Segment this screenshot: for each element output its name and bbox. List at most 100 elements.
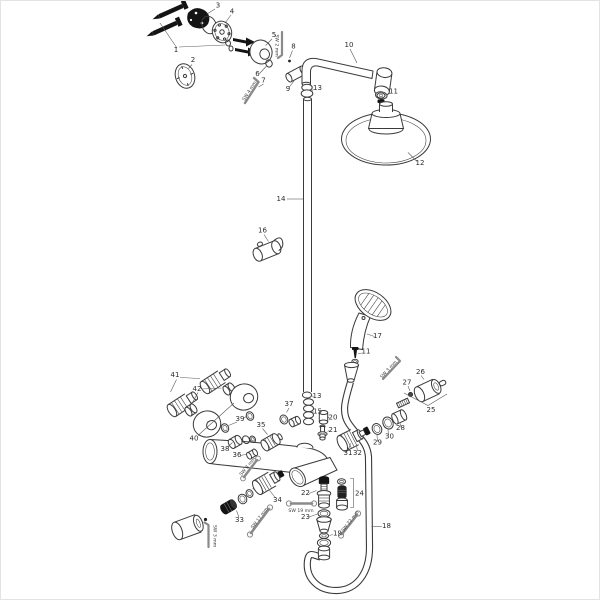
hand-shower-screw-washer — [351, 347, 359, 365]
part-label-42: 42 — [193, 385, 202, 393]
tool-label-sw-4-mm: SW 4 mm — [241, 80, 258, 102]
part-number-labels: 1234567891011121314151617111318192021222… — [171, 2, 436, 538]
s-union — [199, 368, 232, 395]
cartridge — [336, 426, 371, 452]
wall-flange — [211, 20, 233, 44]
tool-label-sw-3-mm: SW 3 mm — [379, 359, 399, 380]
tool-label-sw-3-mm: SW 3 mm — [212, 525, 218, 548]
diverter-kit-group — [336, 478, 362, 539]
part-label-11: 11 — [389, 88, 398, 96]
seal-ring — [301, 391, 313, 399]
wrench-icon — [249, 507, 271, 535]
o-ring — [237, 493, 248, 505]
wrench-icon — [242, 458, 259, 479]
part-label-12: 12 — [416, 159, 425, 167]
tool-label-sw-22-mm: SW 22 mm — [340, 509, 361, 533]
adapter-parts — [279, 414, 302, 428]
threaded-rod — [395, 397, 411, 409]
part-label-30: 30 — [385, 433, 394, 441]
part-label-4: 4 — [230, 8, 235, 16]
escutcheon — [192, 410, 222, 438]
part-label-2: 2 — [191, 56, 195, 64]
o-ring — [225, 39, 231, 47]
inlet-port — [202, 439, 218, 464]
direction-arrow-icon — [233, 37, 255, 47]
part-label-29: 29 — [373, 439, 382, 447]
part-label-36: 36 — [233, 451, 242, 459]
hex-key-icon — [276, 30, 284, 60]
wrench-icon — [337, 532, 345, 539]
part-label-18: 18 — [382, 522, 391, 530]
part-label-34: 34 — [273, 496, 282, 504]
o-ring-stack — [303, 398, 314, 426]
handle-knob — [413, 378, 447, 403]
washer — [318, 532, 330, 539]
part-label-5: 5 — [272, 31, 276, 39]
part-label-27: 27 — [403, 379, 412, 387]
wrench-icon — [285, 500, 293, 507]
o-ring — [317, 509, 331, 518]
part-label-9: 9 — [286, 85, 290, 93]
wall-mount-cluster — [146, 1, 307, 105]
part-label-35: 35 — [257, 421, 266, 429]
part-label-20: 20 — [329, 414, 338, 422]
wrench-icon — [240, 475, 246, 482]
hose-fitting — [317, 545, 331, 561]
part-label-3: 3 — [216, 2, 220, 10]
o-ring — [228, 45, 234, 52]
group-bracket — [350, 478, 354, 508]
body-dome — [296, 442, 314, 449]
part-label-28: 28 — [396, 424, 405, 432]
s-union — [166, 391, 199, 418]
part-label-22: 22 — [301, 489, 310, 497]
leader-lines — [159, 8, 425, 536]
handle-screw — [203, 517, 208, 522]
slider-holder — [252, 237, 284, 262]
hex-key-icon — [203, 521, 210, 549]
wrench-icon — [354, 510, 362, 517]
cap-sleeve — [220, 499, 238, 515]
part-label-41: 41 — [171, 371, 180, 379]
part-label-17: 17 — [373, 332, 382, 340]
part-label-38: 38 — [221, 445, 230, 453]
cartridge-small — [251, 470, 285, 495]
wrench-icon — [340, 513, 359, 536]
escutcheon-cone — [249, 39, 273, 65]
hex-key-icon — [243, 76, 260, 105]
check-valve-parts — [227, 434, 257, 449]
part-label-33: 33 — [235, 516, 244, 524]
part-label-15: 15 — [313, 408, 322, 416]
tool-label-sw-2-mm: SW 2 mm — [274, 35, 280, 58]
group-bracket — [403, 392, 448, 406]
part-label-32: 32 — [353, 449, 362, 457]
part-label-25: 25 — [427, 406, 436, 414]
escutcheon — [229, 383, 259, 411]
hex-key-icon — [381, 355, 402, 381]
right-handle-cluster — [371, 355, 448, 435]
part-label-37: 37 — [285, 400, 294, 408]
part-label-39: 39 — [236, 415, 245, 423]
wrench-icon — [246, 531, 254, 538]
escutcheon-plate — [174, 63, 196, 89]
riser-pipe — [300, 83, 314, 426]
wall-screw — [146, 16, 183, 37]
overhead-shower — [341, 101, 431, 166]
left-inlet-cluster — [166, 368, 302, 482]
o-ring — [245, 411, 255, 421]
part-label-40: 40 — [190, 435, 199, 443]
part-label-11: 11 — [362, 348, 371, 356]
connector-parts — [317, 410, 329, 441]
ring — [245, 489, 254, 498]
check-valve-housing — [260, 433, 283, 452]
union-nut — [184, 403, 198, 417]
part-label-16: 16 — [258, 227, 267, 235]
hand-shower — [349, 289, 392, 351]
part-label-14: 14 — [277, 195, 286, 203]
diverter-column — [285, 476, 332, 561]
wall-screw — [152, 1, 189, 20]
part-label-31: 31 — [344, 449, 353, 457]
wrench-icon — [266, 504, 274, 511]
part-label-8: 8 — [291, 43, 295, 51]
